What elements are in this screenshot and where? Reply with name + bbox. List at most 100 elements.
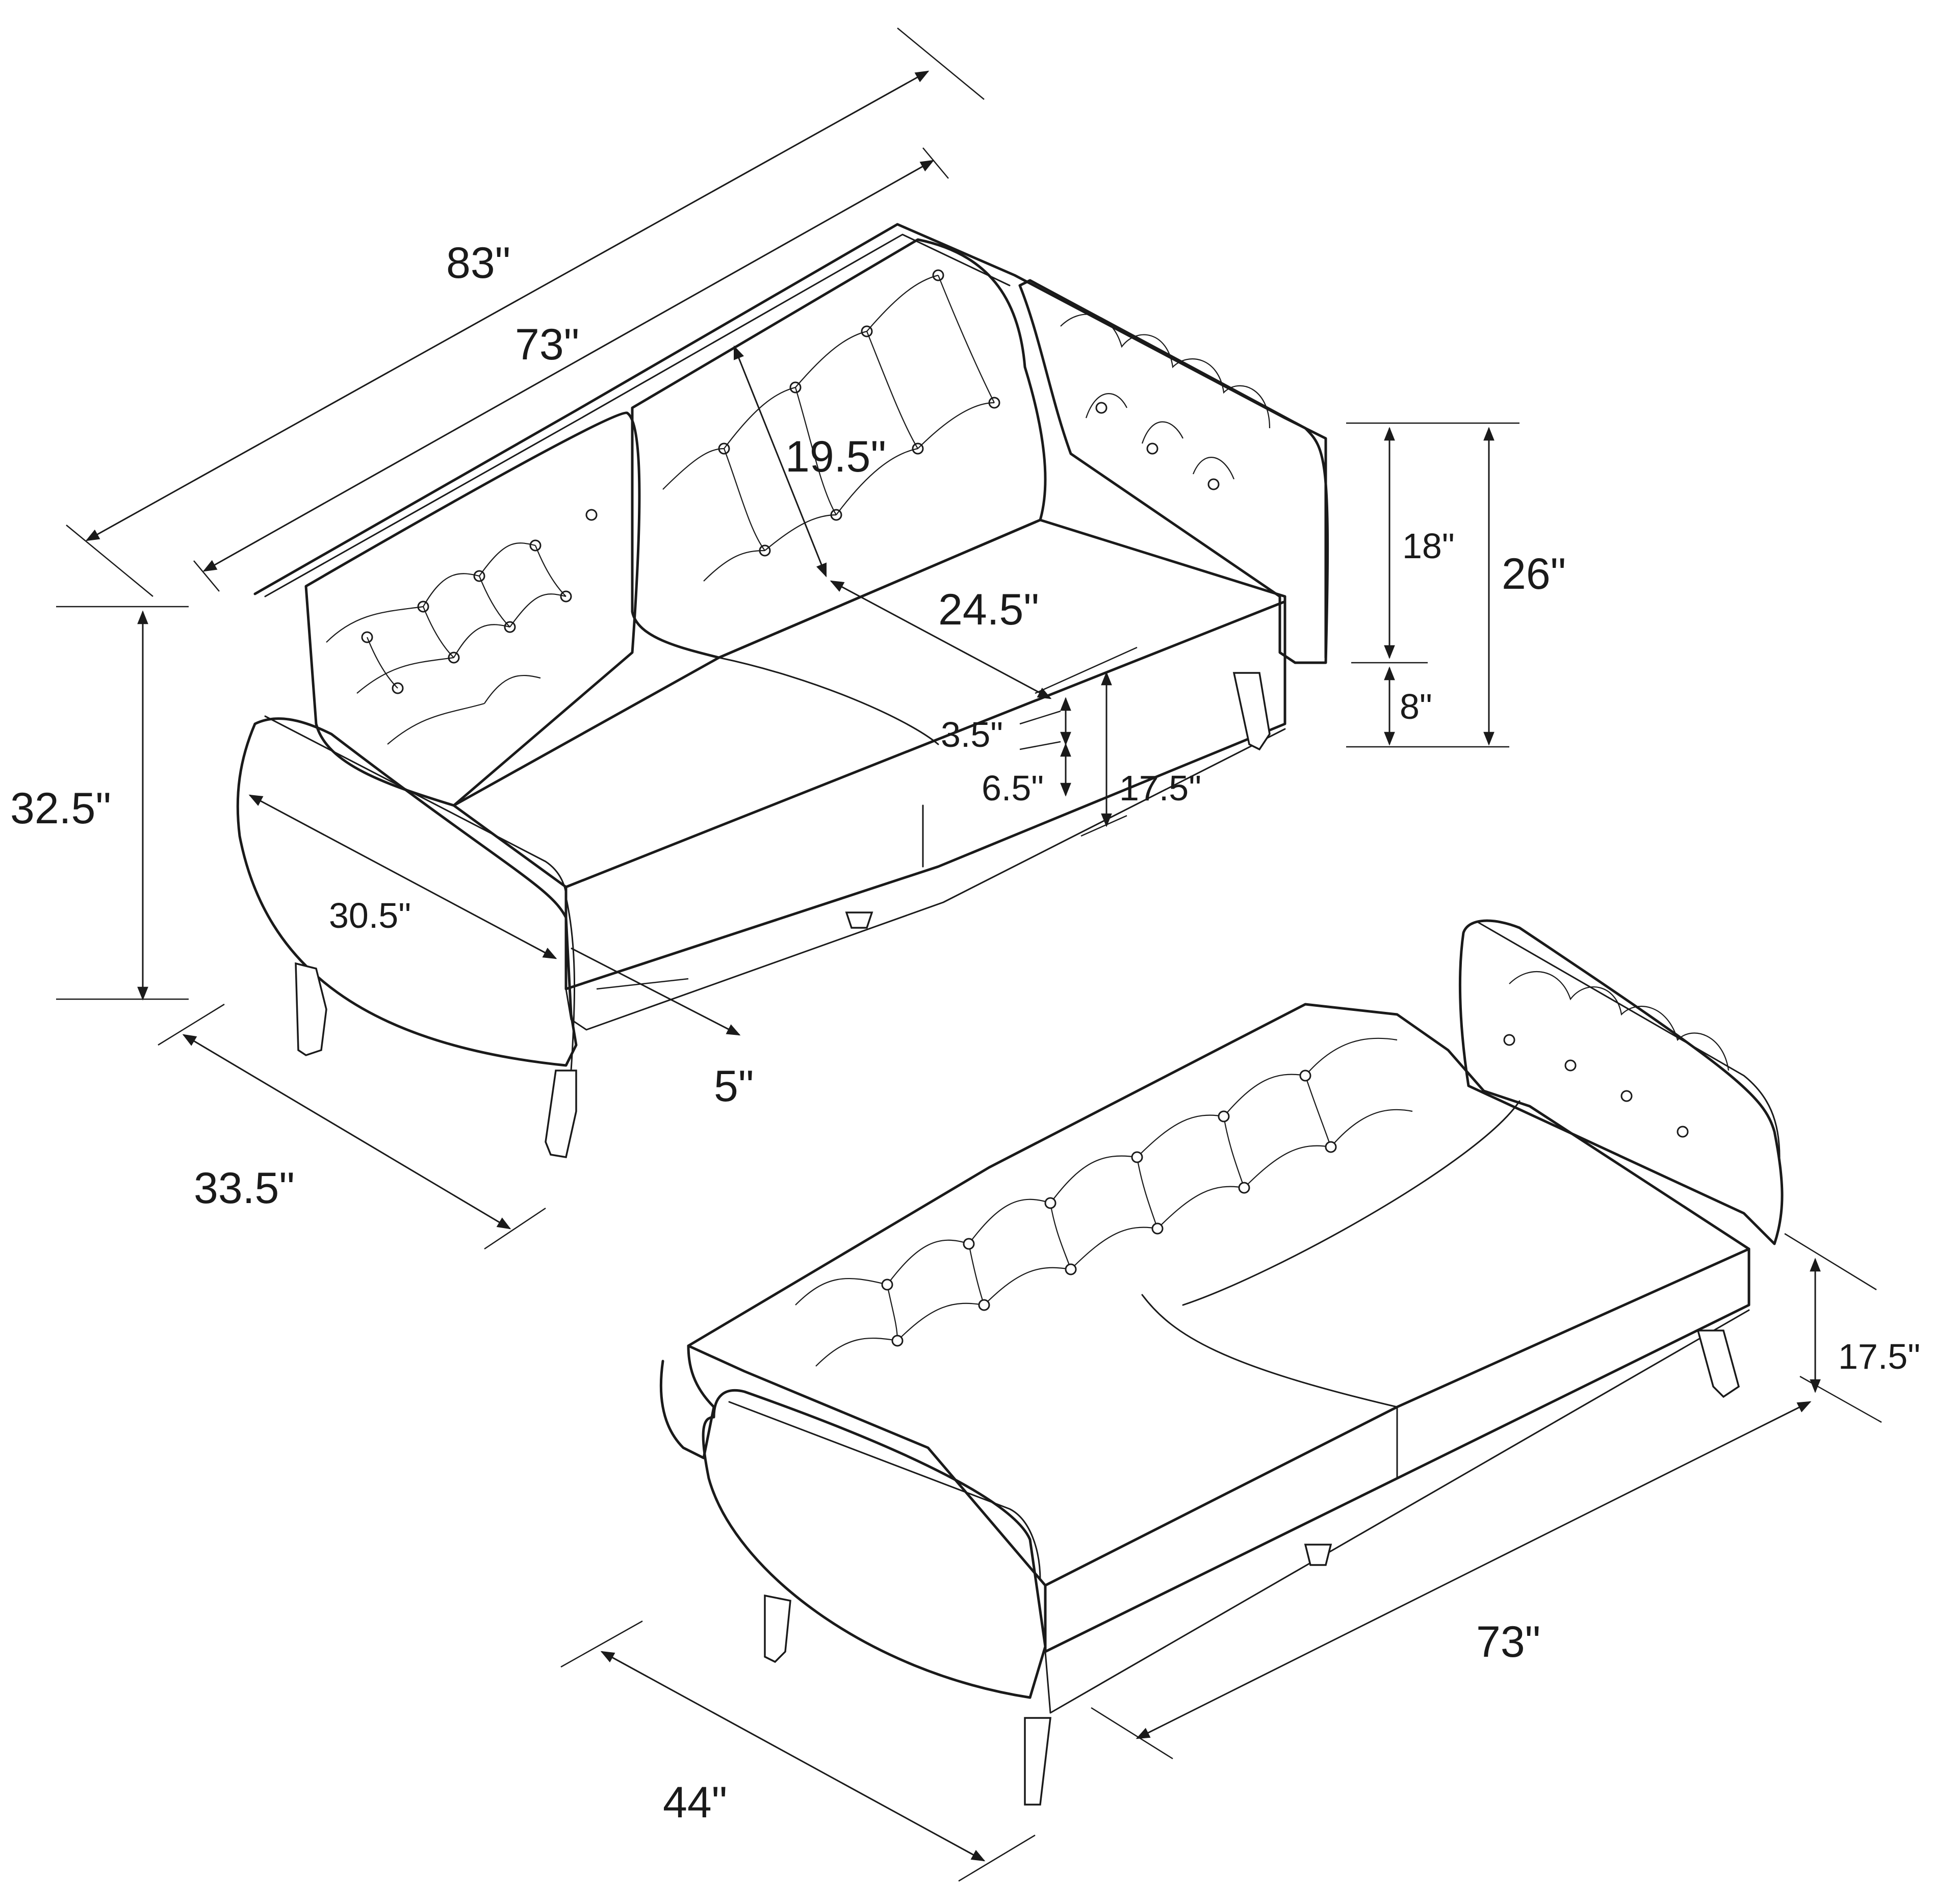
ext-line: [560, 1620, 643, 1668]
tuft-button: [1677, 1126, 1689, 1138]
ext-line: [1019, 741, 1061, 750]
tuft-button: [963, 1238, 975, 1250]
sofa-leg-back-right: [1232, 672, 1271, 751]
bed-tufting-buttons: [881, 1034, 1689, 1347]
sofa-leg-front-right: [545, 1070, 577, 1158]
bed-back-left-end: [659, 1344, 715, 1459]
right-arm-tufting: [1060, 314, 1271, 429]
label-overall-length: 83": [446, 239, 510, 288]
ext-line: [1019, 710, 1061, 725]
dim-line-clearance: [571, 947, 741, 1036]
ext-line: [922, 147, 949, 179]
tuft-button: [1564, 1059, 1577, 1072]
tuft-button: [978, 1299, 990, 1311]
bed-dimension-lines: [560, 1233, 1882, 1882]
bed-base-rail: [1044, 1309, 1750, 1714]
dim-line-overall-depth: [182, 1034, 511, 1230]
ext-line: [958, 1834, 1036, 1882]
tuft-button: [1095, 402, 1107, 414]
sofa-back-right-panel: [631, 238, 1047, 659]
bed-leg-front-left: [764, 1594, 791, 1663]
bed-right-arm-piping: [1478, 922, 1781, 1158]
right-arm-tufting-lower: [1085, 393, 1235, 480]
bed-mattress-seam: [1141, 1294, 1398, 1479]
tuft-button: [1044, 1197, 1057, 1209]
label-clearance: 5": [714, 1062, 754, 1111]
label-arm-upper: 18": [1402, 526, 1455, 566]
upright-tufting-lines: [326, 274, 995, 745]
left-arm-front-edge: [565, 896, 576, 1072]
tuft-button: [1065, 1263, 1077, 1275]
upright-dimension-lines: [56, 28, 1138, 1250]
tuft-button: [881, 1279, 893, 1291]
tuft-button: [1207, 478, 1220, 490]
label-seat-depth: 24.5": [938, 585, 1039, 634]
tuft-button: [1503, 1034, 1515, 1046]
sofa-leg-center: [845, 911, 873, 929]
label-back-height: 19.5": [785, 432, 886, 481]
sofa-back-left-panel: [304, 411, 641, 807]
tuft-button: [891, 1335, 904, 1347]
label-arm-lower: 8": [1400, 687, 1432, 726]
ext-line: [1080, 815, 1127, 837]
sofa-seat-front: [564, 600, 1286, 990]
dim-line-arm-depth: [248, 794, 557, 959]
label-cushion-thickness: 3.5": [941, 715, 1003, 754]
ext-line: [1035, 646, 1138, 694]
left-arm-piping: [264, 715, 567, 898]
bed-left-arm: [702, 1389, 1047, 1699]
dimension-labels: 83" 73" 19.5" 24.5" 3.5" 6.5" 17.5" 32.5…: [10, 239, 1920, 1827]
label-arm-depth: 30.5": [329, 896, 411, 935]
label-base-height: 6.5": [982, 768, 1044, 808]
dim-line-back-height: [733, 345, 827, 578]
label-seat-length: 73": [515, 320, 579, 369]
label-seat-height: 17.5": [1119, 768, 1201, 808]
label-bed-length: 73": [1476, 1618, 1540, 1666]
ext-line: [1091, 1707, 1173, 1760]
label-bed-height: 17.5": [1838, 1337, 1920, 1376]
dim-line-seat-length: [202, 160, 935, 572]
ext-line: [596, 978, 689, 990]
ext-line: [484, 1207, 546, 1250]
label-overall-height: 32.5": [10, 784, 111, 833]
ext-line: [66, 525, 153, 597]
bed-leg-back-right: [1696, 1329, 1740, 1398]
tuft-button: [1146, 442, 1158, 455]
label-overall-depth: 33.5": [194, 1164, 295, 1213]
sofa-right-arm: [1018, 279, 1329, 664]
tuft-button: [585, 509, 598, 521]
label-bed-width: 44": [663, 1778, 727, 1827]
label-arm-total: 26": [1502, 550, 1566, 598]
tuft-button: [1238, 1182, 1250, 1194]
bed-leg-center: [1304, 1544, 1332, 1566]
dim-line-bed-width: [600, 1651, 986, 1862]
tuft-button: [1218, 1110, 1230, 1123]
arm-height-dimensions: [1346, 422, 1519, 748]
ext-line: [1784, 1233, 1877, 1291]
sofa-leg-front-left: [295, 962, 327, 1056]
ext-line: [897, 28, 985, 100]
bed-cushion-seam: [1182, 1100, 1521, 1306]
dim-line-seat-depth: [830, 580, 1052, 699]
bed-mattress-top: [687, 1003, 1750, 1587]
upright-sofa-drawing: [236, 223, 1329, 1158]
bed-left-arm-piping: [728, 1401, 1041, 1581]
sofa-seat-top: [452, 518, 1286, 889]
sofa-left-arm: [236, 717, 578, 1067]
bed-right-arm: [1458, 919, 1784, 1245]
tuft-button: [1620, 1090, 1633, 1102]
sofa-base-rail: [565, 728, 1286, 1031]
ext-line: [1799, 1375, 1882, 1423]
bed-mode-drawing: [659, 919, 1784, 1806]
tuft-button: [1151, 1222, 1164, 1235]
tuft-button: [1131, 1151, 1143, 1163]
tuft-button: [1299, 1070, 1311, 1082]
seat-cushion-seam: [718, 657, 939, 745]
ext-line: [158, 1003, 225, 1046]
bed-leg-front-right: [1024, 1717, 1051, 1806]
dim-line-bed-length: [1136, 1401, 1812, 1739]
tuft-button: [1325, 1141, 1337, 1153]
ext-line: [193, 560, 220, 592]
